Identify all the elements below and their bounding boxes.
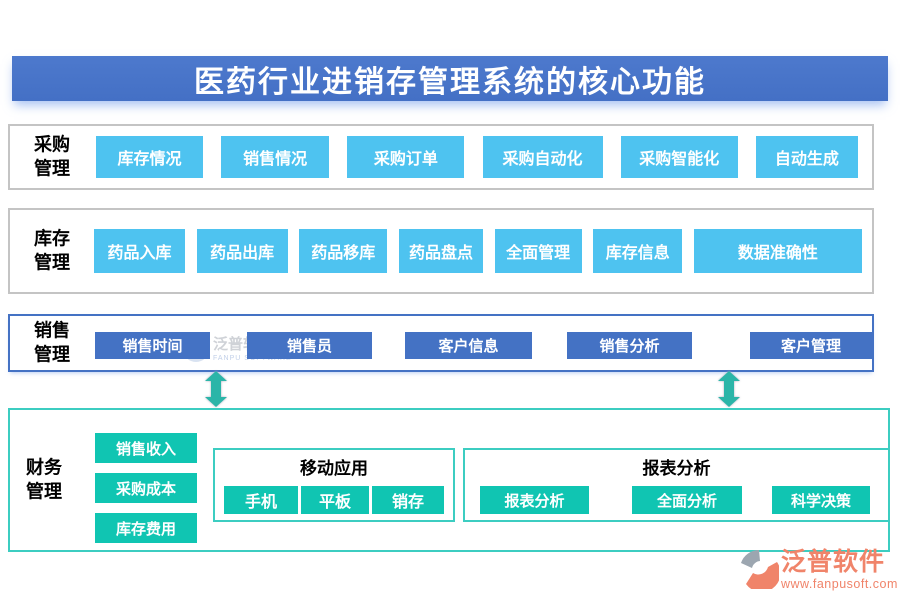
inventory-section: 库存管理 药品入库 药品出库 药品移库 药品盘点 全面管理 库存信息 数据准确性 [8, 208, 874, 294]
finance-label: 财务管理 [26, 457, 62, 502]
report-chip: 全面分析 [632, 486, 742, 514]
sales-chip: 销售时间 [95, 332, 210, 359]
procurement-chip-strip: 库存情况 销售情况 采购订单 采购自动化 采购智能化 自动生成 [96, 126, 858, 188]
fanpu-logo-icon [741, 550, 779, 589]
mobile-chip: 销存 [372, 486, 444, 514]
mobile-app-title: 移动应用 [300, 459, 368, 478]
procurement-section: 采购管理 库存情况 销售情况 采购订单 采购自动化 采购智能化 自动生成 [8, 124, 874, 190]
finance-chip: 采购成本 [95, 473, 197, 503]
sales-label: 销售管理 [34, 320, 70, 365]
procurement-label: 采购管理 [34, 134, 70, 179]
inventory-chip: 库存信息 [593, 229, 683, 273]
sales-chip: 客户信息 [405, 332, 532, 359]
procurement-chip: 采购自动化 [482, 136, 603, 178]
inventory-chip: 药品盘点 [398, 229, 483, 273]
report-analysis-box: 报表分析 报表分析 全面分析 科学决策 [463, 448, 890, 522]
procurement-chip: 采购智能化 [620, 136, 738, 178]
report-chip: 报表分析 [480, 486, 589, 514]
sales-chip: 销售员 [247, 332, 372, 359]
vendor-logo: 泛普软件 www.fanpusoft.com [739, 548, 898, 591]
inventory-chip: 数据准确性 [693, 229, 862, 273]
up-down-arrow-icon [718, 371, 740, 407]
finance-section: 财务管理 销售收入 采购成本 库存费用 移动应用 手机 平板 销存 报表分析 报… [8, 408, 890, 552]
procurement-chip: 库存情况 [96, 136, 203, 178]
diagram-title: 医药行业进销存管理系统的核心功能 [12, 56, 888, 101]
procurement-chip: 自动生成 [755, 136, 858, 178]
inventory-chip: 药品入库 [94, 229, 185, 273]
inventory-chip: 全面管理 [494, 229, 582, 273]
finance-chip: 销售收入 [95, 433, 197, 463]
sales-section: 销售管理 销售时间 销售员 客户信息 销售分析 客户管理 [8, 314, 874, 372]
finance-chip: 库存费用 [95, 513, 197, 543]
report-chip: 科学决策 [772, 486, 870, 514]
vendor-url: www.fanpusoft.com [781, 576, 898, 591]
inventory-chip: 药品出库 [196, 229, 288, 273]
sales-chip: 销售分析 [567, 332, 692, 359]
procurement-chip: 采购订单 [347, 136, 465, 178]
mobile-chip: 平板 [301, 486, 369, 514]
sales-chip: 客户管理 [750, 332, 872, 359]
procurement-chip: 销售情况 [221, 136, 330, 178]
mobile-chip: 手机 [224, 486, 298, 514]
inventory-chip: 药品移库 [299, 229, 388, 273]
mobile-app-box: 移动应用 手机 平板 销存 [213, 448, 455, 522]
inventory-chip-strip: 药品入库 药品出库 药品移库 药品盘点 全面管理 库存信息 数据准确性 [94, 210, 862, 292]
report-analysis-title: 报表分析 [642, 459, 711, 478]
vendor-name: 泛普软件 [781, 548, 886, 576]
inventory-label: 库存管理 [34, 228, 70, 273]
up-down-arrow-icon [205, 371, 227, 407]
